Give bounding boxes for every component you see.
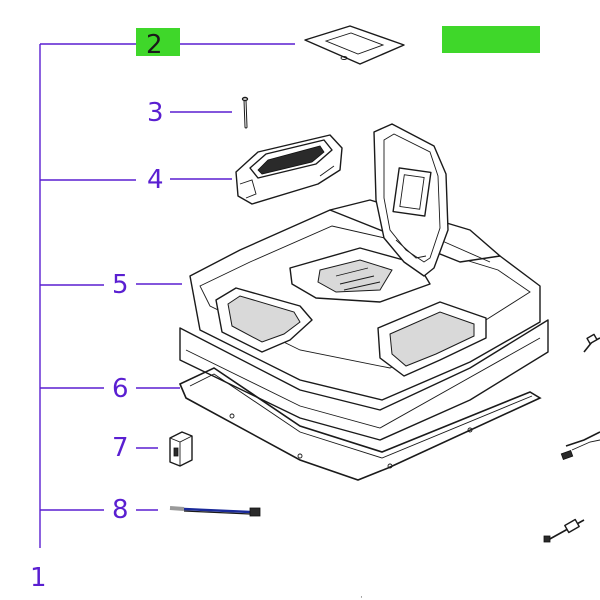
- leader-lines: [136, 43, 295, 511]
- part-5-open-lid: [373, 123, 449, 277]
- callout-8[interactable]: 8: [112, 495, 129, 525]
- assembly-bracket: [39, 43, 136, 548]
- part-8-cable: [169, 506, 261, 517]
- callout-7[interactable]: 7: [112, 433, 129, 463]
- bottom-mark: ·: [360, 593, 363, 600]
- callout-2-highlight: [136, 28, 180, 56]
- callout-4[interactable]: 4: [147, 165, 164, 195]
- part-5-base-housing: [179, 199, 549, 441]
- callout-6[interactable]: 6: [112, 374, 129, 404]
- highlight-box: [442, 26, 540, 53]
- part-7-connector-block: [169, 431, 193, 467]
- part-4-handle: [235, 134, 343, 205]
- callout-2[interactable]: 2: [146, 30, 163, 60]
- wiring-harness-partial: [543, 333, 600, 543]
- part-3-pin: [241, 96, 249, 129]
- callout-1[interactable]: 1: [30, 563, 47, 593]
- part-6-gasket: [178, 367, 542, 481]
- part-2-cover-plate: [304, 25, 405, 65]
- callout-5[interactable]: 5: [112, 270, 129, 300]
- callout-3[interactable]: 3: [147, 98, 164, 128]
